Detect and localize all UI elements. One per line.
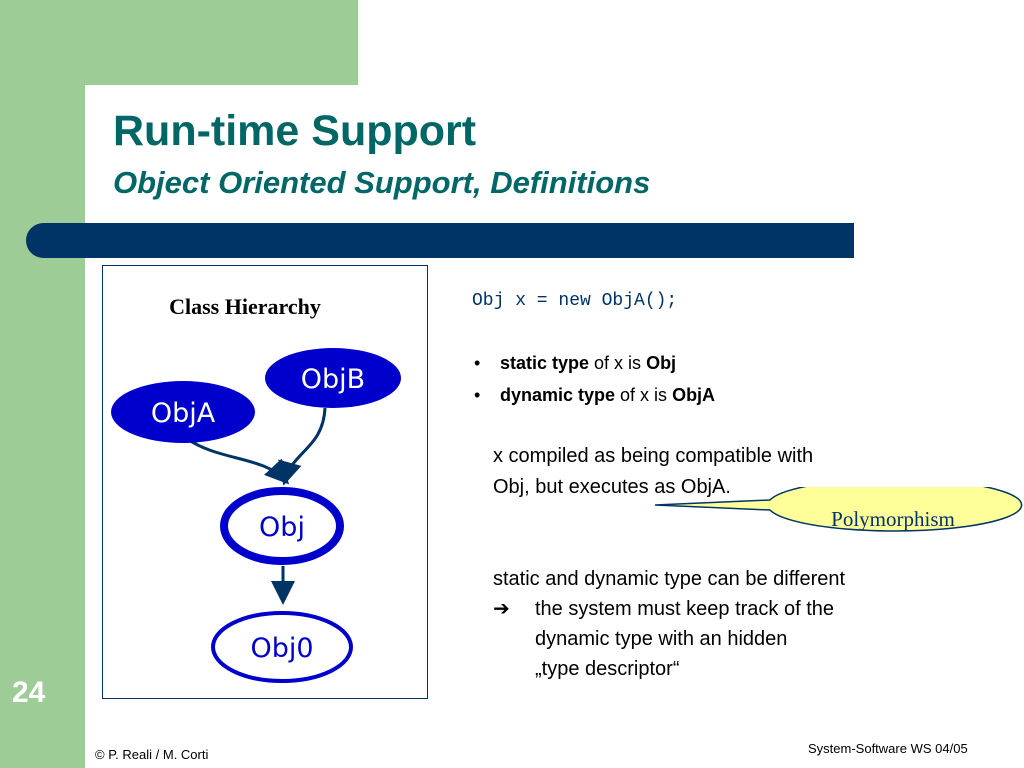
code-example: Obj x = new ObjA(); — [472, 291, 678, 311]
paragraph2-line4: „type descriptor“ — [535, 658, 680, 680]
node-obj0 — [211, 611, 353, 683]
paragraph2-line3: dynamic type with an hidden — [535, 628, 788, 650]
edge-objb-to-obj — [278, 407, 327, 486]
paragraph1-line1: x compiled as being compatible with — [493, 445, 814, 467]
bullet-dynamic-type-name: ObjA — [672, 385, 716, 405]
class-hierarchy-svg: Class Hierarchy ObjB ObjA Obj Obj0 — [111, 294, 401, 683]
node-obja-label: ObjA — [151, 398, 216, 429]
edge-obja-to-obj — [185, 436, 290, 485]
bullet-dynamic-keyword: dynamic type — [500, 385, 616, 405]
bullet-static-type-name: Obj — [646, 353, 677, 373]
class-hierarchy-diagram: Class Hierarchy ObjB ObjA Obj Obj0 — [102, 265, 428, 699]
footer-course: System-Software WS 04/05 — [808, 741, 968, 756]
polymorphism-callout: Polymorphism — [655, 487, 1023, 532]
paragraph2-line2: the system must keep track of the — [535, 598, 835, 620]
slide-title: Run-time Support — [113, 107, 477, 155]
node-obj-label: Obj — [259, 512, 305, 543]
paragraph2-arrow-line: ➔ the system must keep track of the — [493, 596, 834, 621]
bullet-static-keyword: static type — [500, 353, 590, 373]
callout-bubble — [655, 487, 1023, 532]
node-obj0-label: Obj0 — [250, 633, 313, 664]
page-number: 24 — [12, 676, 46, 709]
diagram-heading: Class Hierarchy — [169, 294, 321, 319]
bullet-static-mid: of x is — [589, 353, 647, 373]
background-green-band-top — [0, 0, 358, 85]
background-green-band-left — [0, 0, 85, 768]
node-obj — [220, 487, 344, 565]
paragraph1-line2: Obj, but executes as ObjA. — [493, 476, 731, 498]
bullet-static-type: • static type of x is Obj — [474, 353, 676, 374]
right-arrow-icon: ➔ — [493, 598, 510, 620]
bullet-dot-icon: • — [474, 353, 481, 373]
node-obja — [111, 381, 255, 443]
bullet-dynamic-type: • dynamic type of x is ObjA — [474, 385, 715, 406]
paragraph2-line1: static and dynamic type can be different — [493, 568, 846, 590]
node-objb-label: ObjB — [301, 364, 365, 395]
node-objb — [265, 348, 401, 408]
callout-text: Polymorphism — [831, 507, 955, 531]
title-divider-bar — [26, 223, 854, 258]
footer-author: © P. Reali / M. Corti — [95, 747, 209, 762]
bullet-dot-icon: • — [474, 385, 481, 405]
slide-subtitle: Object Oriented Support, Definitions — [113, 165, 651, 200]
bullet-dynamic-mid: of x is — [615, 385, 673, 405]
